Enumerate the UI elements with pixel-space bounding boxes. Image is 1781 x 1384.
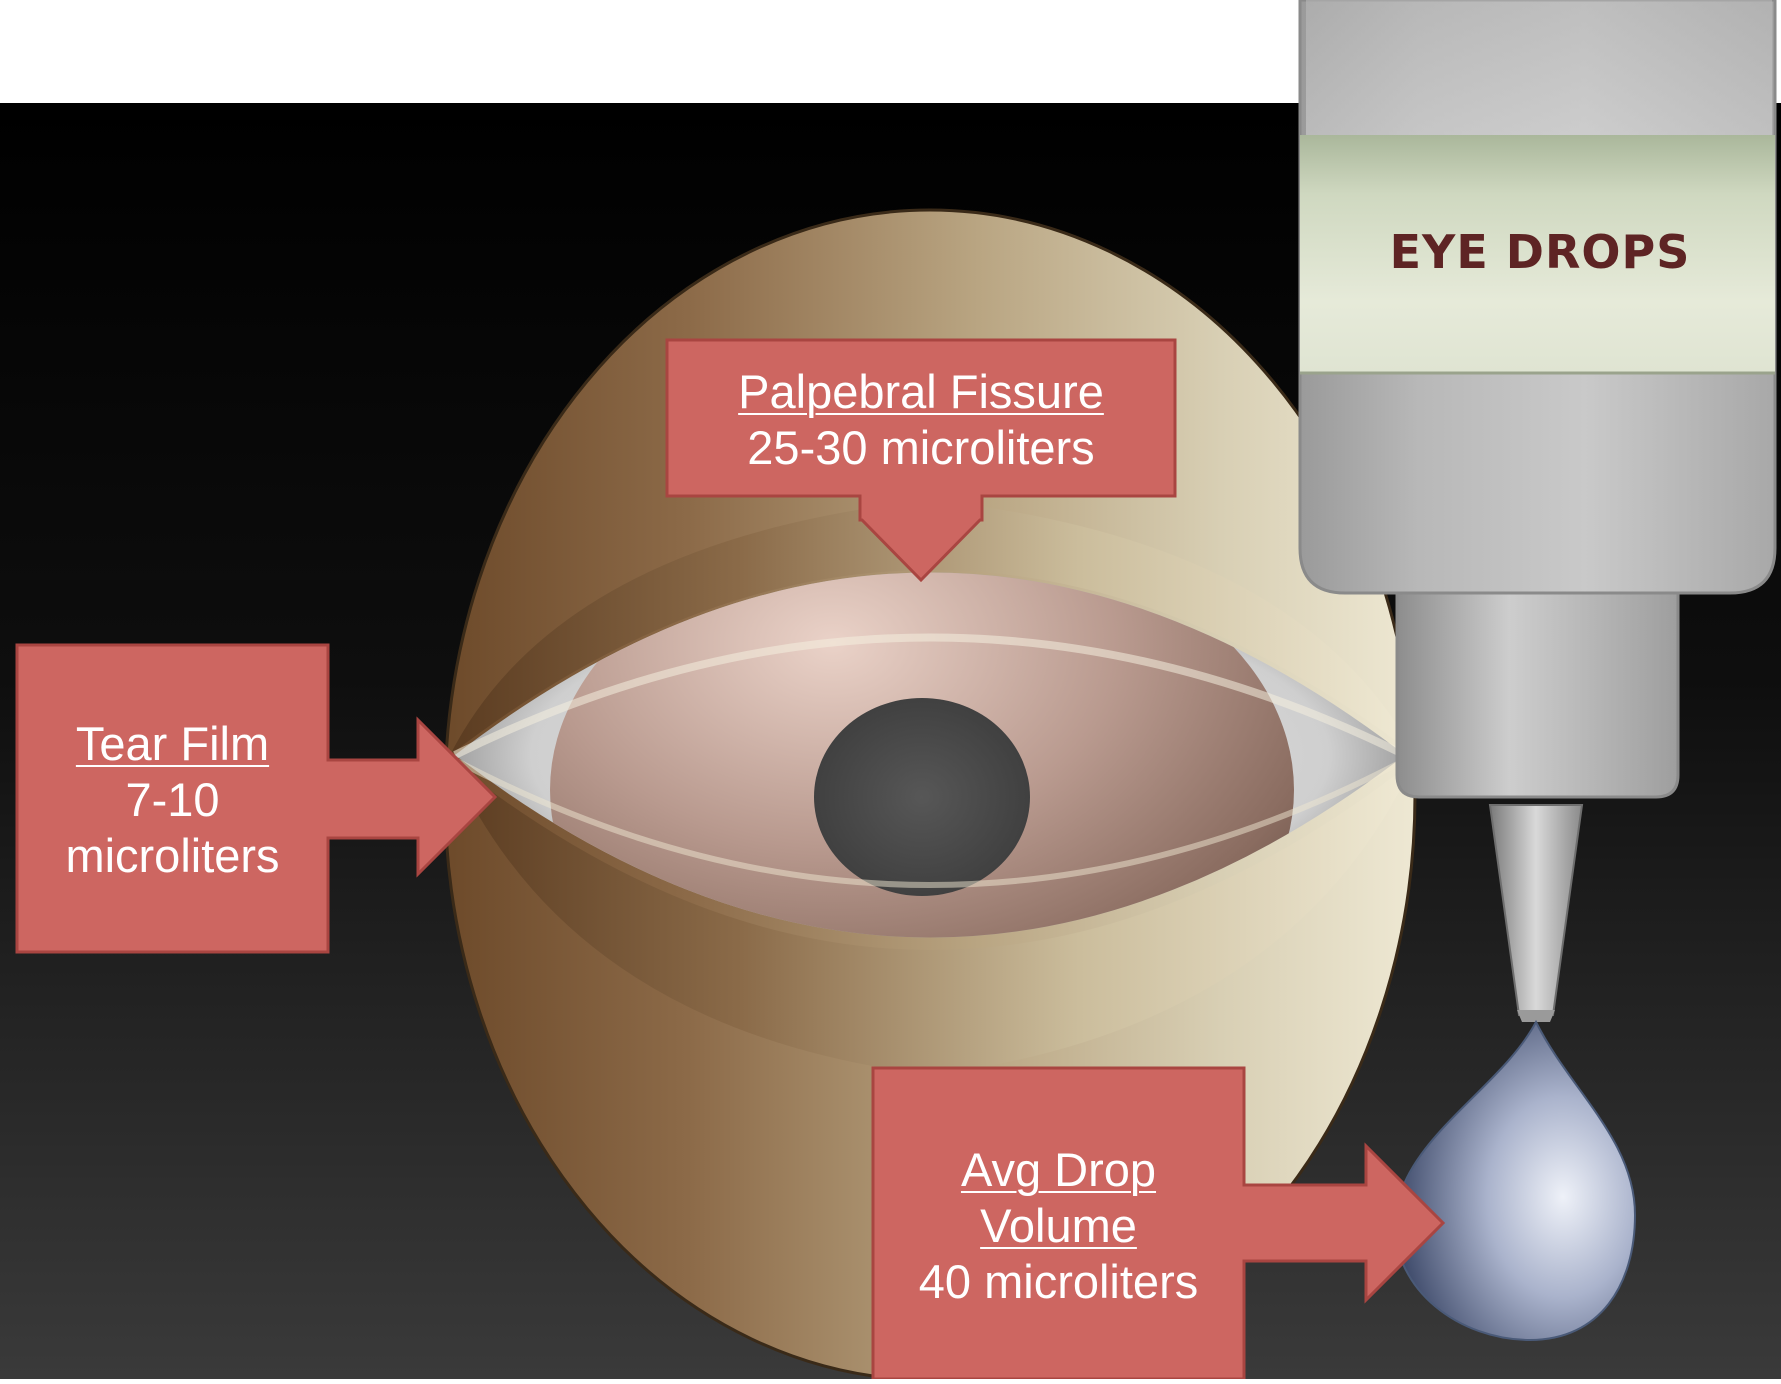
callout-palpebral-fissure-value: 25-30 microliters: [667, 420, 1175, 476]
callout-tear-film-value-line1: 7-10: [17, 772, 328, 828]
pupil: [814, 698, 1030, 896]
bottle-label-text: EYE DROPS: [1300, 225, 1780, 279]
callout-palpebral-fissure: Palpebral Fissure 25-30 microliters: [667, 364, 1175, 476]
callout-avg-drop-volume-title-line2: Volume: [873, 1198, 1244, 1254]
bottle-neck: [1397, 593, 1678, 797]
callout-tear-film-title: Tear Film: [17, 716, 328, 772]
bottle-shoulder-highlight: [1306, 0, 1772, 135]
callout-avg-drop-volume-title-line1: Avg Drop: [873, 1142, 1244, 1198]
callout-avg-drop-volume: Avg Drop Volume 40 microliters: [873, 1142, 1244, 1310]
callout-avg-drop-volume-value: 40 microliters: [873, 1254, 1244, 1310]
callout-tear-film-value-line2: microliters: [17, 828, 328, 884]
callout-tear-film: Tear Film 7-10 microliters: [17, 716, 328, 884]
callout-palpebral-fissure-title: Palpebral Fissure: [667, 364, 1175, 420]
